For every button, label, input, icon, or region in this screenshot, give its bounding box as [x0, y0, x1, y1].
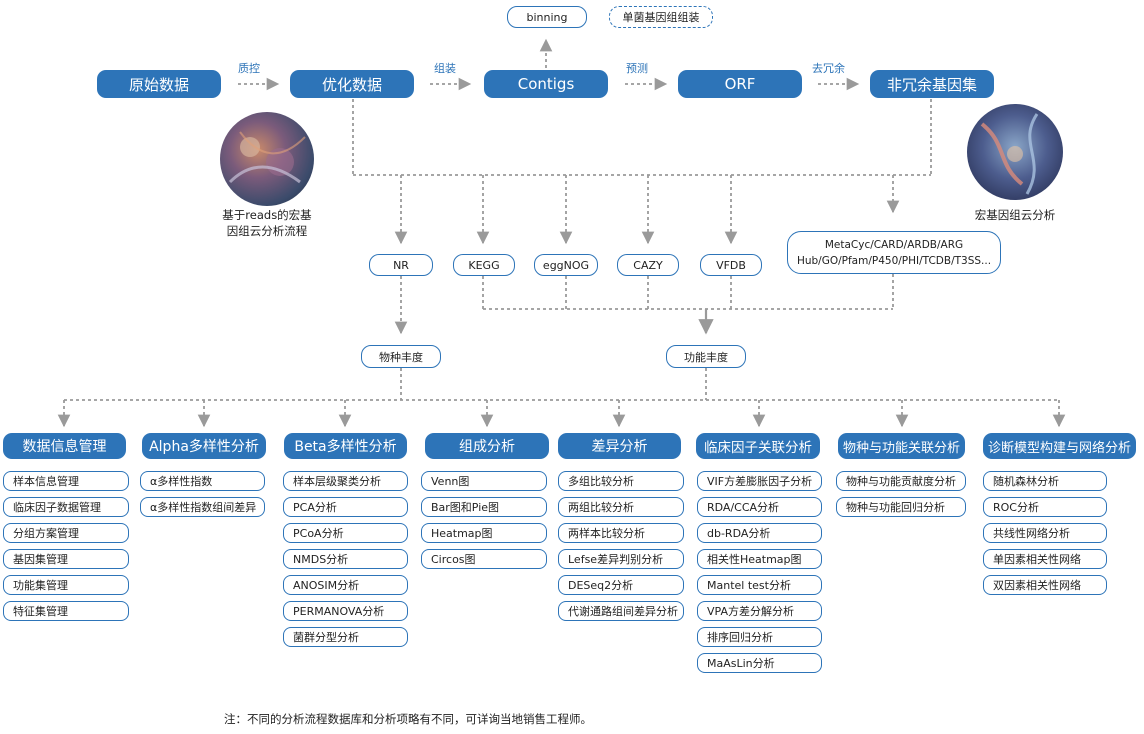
category-header-beta[interactable]: Beta多样性分析 [284, 433, 407, 459]
optimized-data-node[interactable]: 优化数据 [290, 70, 414, 98]
category-header-difference[interactable]: 差异分析 [558, 433, 681, 459]
list-item[interactable]: PCA分析 [283, 497, 408, 517]
list-item[interactable]: 代谢通路组间差异分析 [558, 601, 684, 621]
list-item[interactable]: PCoA分析 [283, 523, 408, 543]
category-header-composition[interactable]: 组成分析 [425, 433, 549, 459]
list-item[interactable]: Heatmap图 [421, 523, 547, 543]
list-item[interactable]: 两样本比较分析 [558, 523, 684, 543]
db-eggnog[interactable]: eggNOG [534, 254, 598, 276]
dedup-label: 去冗余 [812, 62, 845, 75]
list-item[interactable]: α多样性指数 [140, 471, 265, 491]
category-header-alpha[interactable]: Alpha多样性分析 [142, 433, 266, 459]
raw-data-node[interactable]: 原始数据 [97, 70, 221, 98]
list-item[interactable]: ROC分析 [983, 497, 1107, 517]
list-item[interactable]: 分组方案管理 [3, 523, 129, 543]
list-item[interactable]: 样本层级聚类分析 [283, 471, 408, 491]
list-item[interactable]: α多样性指数组间差异 [140, 497, 265, 517]
binning-node[interactable]: binning [507, 6, 587, 28]
list-item[interactable]: ANOSIM分析 [283, 575, 408, 595]
list-item[interactable]: db-RDA分析 [697, 523, 822, 543]
left-caption-line2: 因组云分析流程 [226, 224, 308, 238]
category-header-diagnosis[interactable]: 诊断模型构建与网络分析 [983, 433, 1136, 459]
db-cazy[interactable]: CAZY [617, 254, 679, 276]
species-abundance-node[interactable]: 物种丰度 [361, 345, 441, 368]
db-nr[interactable]: NR [369, 254, 433, 276]
nonredundant-geneset-node[interactable]: 非冗余基因集 [870, 70, 994, 98]
footnote: 注：不同的分析流程数据库和分析项略有不同，可详询当地销售工程师。 [224, 712, 592, 726]
list-item[interactable]: 随机森林分析 [983, 471, 1107, 491]
list-item[interactable]: VIF方差膨胀因子分析 [697, 471, 822, 491]
list-item[interactable]: 单因素相关性网络 [983, 549, 1107, 569]
db-multi-box[interactable]: MetaCyc/CARD/ARDB/ARG Hub/GO/Pfam/P450/P… [787, 231, 1001, 274]
category-header-species-function[interactable]: 物种与功能关联分析 [838, 433, 965, 459]
list-item[interactable]: 两组比较分析 [558, 497, 684, 517]
left-illustration [220, 112, 314, 206]
list-item[interactable]: 临床因子数据管理 [3, 497, 129, 517]
predict-label: 预测 [626, 62, 648, 75]
list-item[interactable]: 样本信息管理 [3, 471, 129, 491]
right-caption: 宏基因组云分析 [974, 208, 1056, 222]
category-header-data-management[interactable]: 数据信息管理 [3, 433, 126, 459]
list-item[interactable]: 功能集管理 [3, 575, 129, 595]
list-item[interactable]: 相关性Heatmap图 [697, 549, 822, 569]
list-item[interactable]: 物种与功能回归分析 [836, 497, 966, 517]
list-item[interactable]: PERMANOVA分析 [283, 601, 408, 621]
list-item[interactable]: Mantel test分析 [697, 575, 822, 595]
list-item[interactable]: 特征集管理 [3, 601, 129, 621]
db-kegg[interactable]: KEGG [453, 254, 515, 276]
list-item[interactable]: VPA方差分解分析 [697, 601, 822, 621]
list-item[interactable]: 双因素相关性网络 [983, 575, 1107, 595]
function-abundance-node[interactable]: 功能丰度 [666, 345, 746, 368]
qc-label: 质控 [238, 62, 260, 75]
list-item[interactable]: 菌群分型分析 [283, 627, 408, 647]
list-item[interactable]: Circos图 [421, 549, 547, 569]
list-item[interactable]: MaAsLin分析 [697, 653, 822, 673]
list-item[interactable]: Lefse差异判别分析 [558, 549, 684, 569]
list-item[interactable]: 物种与功能贡献度分析 [836, 471, 966, 491]
db-multi-line1: MetaCyc/CARD/ARDB/ARG [824, 238, 964, 251]
assembly-label: 组装 [434, 62, 456, 75]
left-caption: 基于reads的宏基 因组云分析流程 [212, 207, 322, 239]
list-item[interactable]: Bar图和Pie图 [421, 497, 547, 517]
list-item[interactable]: 基因集管理 [3, 549, 129, 569]
list-item[interactable]: 共线性网络分析 [983, 523, 1107, 543]
list-item[interactable]: Venn图 [421, 471, 547, 491]
list-item[interactable]: DESeq2分析 [558, 575, 684, 595]
list-item[interactable]: NMDS分析 [283, 549, 408, 569]
right-illustration [967, 104, 1063, 200]
db-multi-line2: Hub/GO/Pfam/P450/PHI/TCDB/T3SS... [796, 254, 992, 267]
category-header-clinical[interactable]: 临床因子关联分析 [696, 433, 820, 459]
list-item[interactable]: 多组比较分析 [558, 471, 684, 491]
contigs-node[interactable]: Contigs [484, 70, 608, 98]
orf-node[interactable]: ORF [678, 70, 802, 98]
db-vfdb[interactable]: VFDB [700, 254, 762, 276]
left-caption-line1: 基于reads的宏基 [222, 208, 312, 222]
list-item[interactable]: 排序回归分析 [697, 627, 822, 647]
single-genome-assembly-node[interactable]: 单菌基因组组装 [609, 6, 713, 28]
list-item[interactable]: RDA/CCA分析 [697, 497, 822, 517]
